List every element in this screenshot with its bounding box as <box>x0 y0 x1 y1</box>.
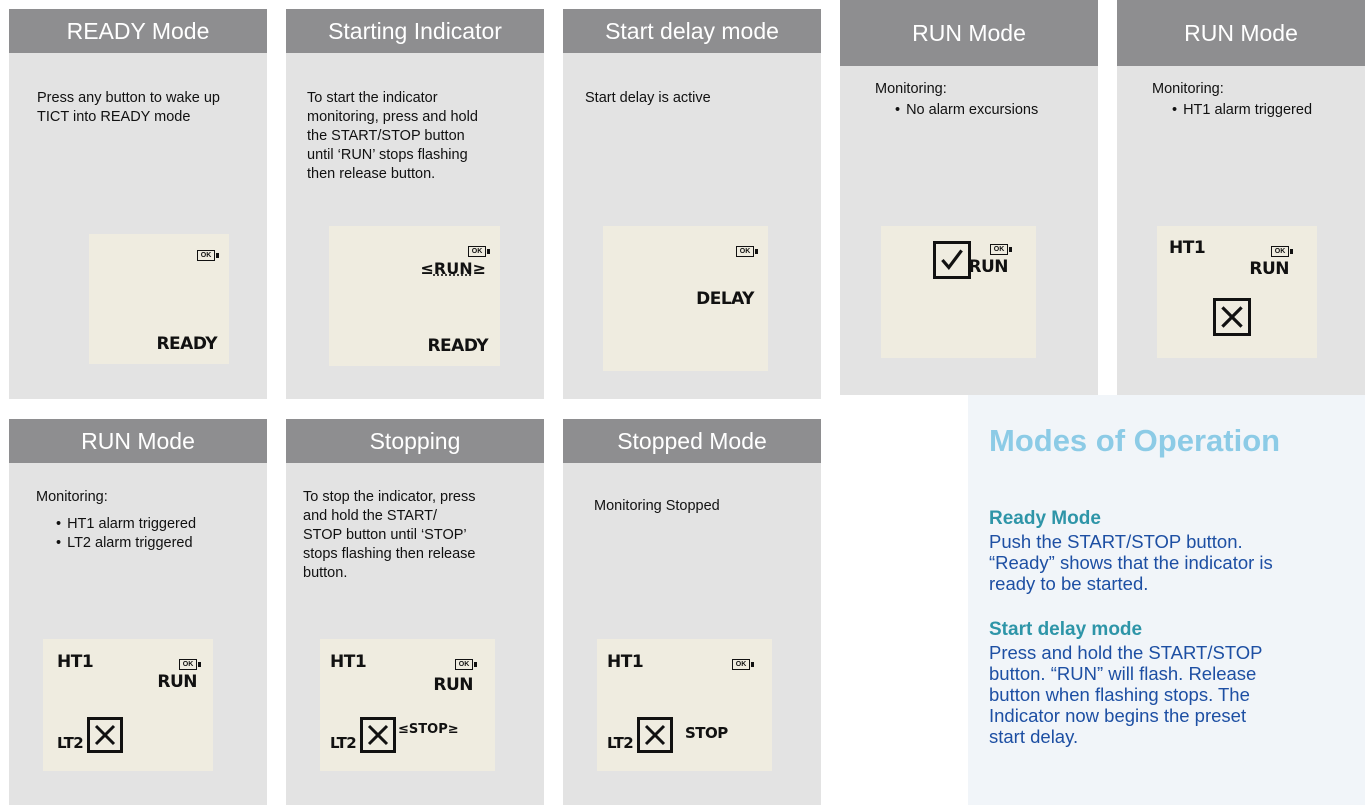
card-run-mode-1: RUN Mode Monitoring: No alarm excursions… <box>840 0 1098 395</box>
lcd-run-text: RUN <box>157 672 197 692</box>
card-ready-mode: READY Mode Press any button to wake up T… <box>9 9 267 399</box>
section-heading-ready: Ready Mode <box>989 508 1101 529</box>
flash-left-icon: ≤ <box>398 722 409 737</box>
lcd-run-text: RUN <box>433 259 473 278</box>
lcd-display: OK RUN <box>881 226 1036 358</box>
lcd-delay-text: DELAY <box>696 289 754 309</box>
section-body-start-delay: Press and hold the START/STOP button. “R… <box>989 642 1263 747</box>
flash-right-icon: ≥ <box>447 722 459 737</box>
card-stopping: Stopping To stop the indicator, press an… <box>286 419 544 805</box>
list-item: HT1 alarm triggered <box>56 515 196 534</box>
lcd-display: OK ≤RUN≥ READY <box>329 226 500 366</box>
battery-ok-icon: OK <box>990 244 1012 255</box>
card-title: Starting Indicator <box>286 9 544 53</box>
card-description: To stop the indicator, press and hold th… <box>303 489 476 581</box>
lcd-display: HT1 OK RUN LT2 <box>43 639 213 771</box>
card-title: RUN Mode <box>9 419 267 463</box>
lcd-lt2-text: LT2 <box>57 734 84 752</box>
battery-ok-icon: OK <box>179 659 201 670</box>
lcd-display: HT1 OK RUN <box>1157 226 1317 358</box>
lcd-run-text: RUN <box>433 675 473 695</box>
lcd-display: OK DELAY <box>603 226 768 371</box>
flash-right-icon: ≥ <box>472 259 486 278</box>
card-description: Press any button to wake up TICT into RE… <box>37 90 220 125</box>
monitoring-label: Monitoring: <box>875 81 947 97</box>
card-run-mode-3: RUN Mode Monitoring: HT1 alarm triggered… <box>9 419 267 805</box>
lcd-ht1-text: HT1 <box>1169 238 1206 258</box>
bullet-list: HT1 alarm triggered LT2 alarm triggered <box>36 515 196 553</box>
list-item: No alarm excursions <box>895 101 1038 120</box>
list-item: LT2 alarm triggered <box>56 534 196 553</box>
alarm-x-icon <box>87 717 123 753</box>
panel-title: Modes of Operation <box>989 423 1281 458</box>
lcd-run-text: RUN <box>968 257 1008 277</box>
lcd-ht1-text: HT1 <box>57 652 94 672</box>
card-title: Stopped Mode <box>563 419 821 463</box>
flash-left-icon: ≤ <box>420 259 434 278</box>
battery-ok-icon: OK <box>732 659 754 670</box>
card-description: Start delay is active <box>585 90 711 106</box>
lcd-ready-text: READY <box>427 336 488 356</box>
card-description: To start the indicator monitoring, press… <box>307 90 478 182</box>
monitoring-label: Monitoring: <box>36 489 108 505</box>
card-title: RUN Mode <box>1117 0 1365 66</box>
lcd-run-text: RUN <box>1249 259 1289 279</box>
lcd-ht1-text: HT1 <box>330 652 367 672</box>
modes-of-operation-panel: Modes of Operation Ready Mode Push the S… <box>968 395 1365 805</box>
lcd-ready-text: READY <box>156 334 217 354</box>
card-stopped-mode: Stopped Mode Monitoring Stopped HT1 OK L… <box>563 419 821 805</box>
bullet-list: No alarm excursions <box>875 101 1038 120</box>
battery-ok-icon: OK <box>736 246 758 257</box>
card-start-delay-mode: Start delay mode Start delay is active O… <box>563 9 821 399</box>
lcd-display: HT1 OK RUN LT2 ≤STOP≥ <box>320 639 495 771</box>
alarm-x-icon <box>637 717 673 753</box>
lcd-run-flashing: ≤RUN≥ <box>420 259 486 278</box>
lcd-stop-text: STOP <box>408 722 448 737</box>
lcd-display: HT1 OK LT2 STOP <box>597 639 772 771</box>
section-heading-start-delay: Start delay mode <box>989 619 1143 640</box>
bullet-list: HT1 alarm triggered <box>1152 101 1312 120</box>
card-description: Monitoring Stopped <box>594 498 720 514</box>
lcd-stop-flashing: ≤STOP≥ <box>398 722 459 737</box>
battery-ok-icon: OK <box>455 659 477 670</box>
lcd-lt2-text: LT2 <box>607 734 634 752</box>
alarm-x-icon <box>1213 298 1251 336</box>
battery-ok-icon: OK <box>197 250 219 261</box>
card-starting-indicator: Starting Indicator To start the indicato… <box>286 9 544 399</box>
card-description: Monitoring: HT1 alarm triggered <box>1152 80 1312 120</box>
alarm-x-icon <box>360 717 396 753</box>
card-description: Monitoring: HT1 alarm triggered LT2 alar… <box>36 488 196 553</box>
checkmark-icon <box>933 241 971 279</box>
lcd-display: OK READY <box>89 234 229 364</box>
lcd-stop-text: STOP <box>685 724 728 742</box>
section-body-ready: Push the START/STOP button. “Ready” show… <box>989 531 1273 594</box>
card-title: Stopping <box>286 419 544 463</box>
card-description: Monitoring: No alarm excursions <box>875 80 1038 120</box>
lcd-lt2-text: LT2 <box>330 734 357 752</box>
lcd-ht1-text: HT1 <box>607 652 644 672</box>
card-title: RUN Mode <box>840 0 1098 66</box>
card-run-mode-2: RUN Mode Monitoring: HT1 alarm triggered… <box>1117 0 1365 395</box>
battery-ok-icon: OK <box>468 246 490 257</box>
battery-ok-icon: OK <box>1271 246 1293 257</box>
card-title: Start delay mode <box>563 9 821 53</box>
monitoring-label: Monitoring: <box>1152 81 1224 97</box>
card-title: READY Mode <box>9 9 267 53</box>
list-item: HT1 alarm triggered <box>1172 101 1312 120</box>
